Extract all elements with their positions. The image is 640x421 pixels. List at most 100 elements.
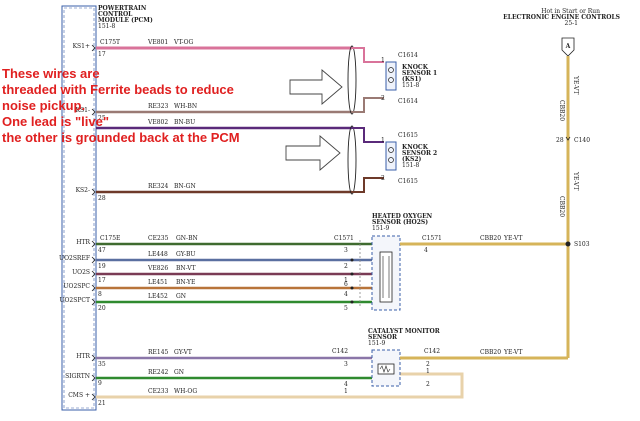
pcm-pin-number: 8 bbox=[98, 291, 102, 298]
knock2-pin-2: 2 bbox=[381, 175, 385, 182]
pcm-pin-number: 21 bbox=[98, 400, 106, 407]
wire-color-re324: BN-GN bbox=[174, 183, 196, 190]
knock1-element bbox=[388, 67, 394, 73]
power-fuse-connector bbox=[561, 37, 575, 57]
knock1-pin-1: 1 bbox=[381, 57, 385, 64]
cms-pin-right: 1 bbox=[426, 368, 430, 375]
pcm-pin-label: HTR bbox=[76, 239, 90, 246]
cms-pin-right: 2 bbox=[426, 361, 430, 368]
annotation-arrow-2 bbox=[285, 135, 341, 171]
pcm-pin-number: 47 bbox=[98, 247, 106, 254]
cms-pin-left: 1 bbox=[344, 388, 348, 395]
cms-pin-left: 4 bbox=[344, 381, 348, 388]
wire-label-re145: RE145 bbox=[148, 349, 169, 356]
pcm-title-1: POWERTRAIN bbox=[98, 5, 147, 12]
annotation-line-4: One lead is "live" bbox=[2, 114, 109, 129]
knock2-element bbox=[388, 147, 394, 153]
wire-color-re145: GY-VT bbox=[174, 349, 192, 356]
pcm-pin-label: SIGRTN bbox=[65, 373, 90, 380]
knock1-name-1: KNOCK bbox=[402, 64, 429, 71]
pcm-title-3: MODULE (PCM) bbox=[98, 17, 153, 24]
power-title-3: 25-1 bbox=[565, 20, 578, 27]
cms-pin-right: 2 bbox=[426, 381, 430, 388]
ho2s-pin: 5 bbox=[344, 305, 348, 312]
ho2s-element bbox=[379, 251, 393, 303]
pcm-pin-number: 9 bbox=[98, 380, 102, 387]
power-fuse-label: A bbox=[565, 43, 571, 50]
wire-label-re324: RE324 bbox=[148, 183, 169, 190]
pcm-pin-label: KS1- bbox=[76, 107, 90, 114]
wire-ce233 bbox=[96, 372, 464, 399]
wire-label-ce233: CE233 bbox=[148, 388, 169, 395]
ho2s-pin: 1 bbox=[344, 277, 348, 284]
power-connector: C140 bbox=[574, 137, 590, 144]
wire-color-ve826: BN-VT bbox=[176, 265, 196, 272]
knock1-name-4: 151-8 bbox=[402, 82, 419, 89]
pcm-module-inner-dash bbox=[63, 7, 95, 409]
pcm-module-box bbox=[61, 5, 97, 411]
ho2s-name-1: HEATED OXYGEN bbox=[372, 213, 433, 220]
wire-color-re242: GN bbox=[174, 369, 184, 376]
annotation-line-3: noise pickup. bbox=[2, 98, 86, 113]
knock2-name-2: SENSOR 2 bbox=[402, 150, 437, 157]
power-circuit-top: CBB20 bbox=[558, 100, 565, 121]
knock1-connector-bottom: C1614 bbox=[398, 98, 418, 105]
ho2s-pin: 2 bbox=[344, 263, 348, 270]
wire-label-ve802: VE802 bbox=[147, 119, 168, 126]
wire-label-le451: LE451 bbox=[148, 279, 168, 286]
pcm-pin-number: 28 bbox=[98, 195, 106, 202]
splice-s103: S103 bbox=[574, 241, 590, 248]
pcm-connector-c175e: C175E bbox=[100, 235, 120, 242]
pcm-pin-number: 19 bbox=[98, 263, 106, 270]
wire-color-le451: BN-YE bbox=[176, 279, 195, 286]
wire-label-ce235: CE235 bbox=[148, 235, 169, 242]
knock2-pin-1: 1 bbox=[381, 137, 385, 144]
annotation-text: These wires are threaded with Ferrite be… bbox=[2, 66, 302, 146]
power-connector-pin: 28 bbox=[556, 137, 564, 144]
knock1-connector-top: C1614 bbox=[398, 52, 418, 59]
cms-connector-left: C142 bbox=[332, 348, 348, 355]
pcm-pin-arrows bbox=[91, 44, 96, 401]
pcm-pin-label: CMS + bbox=[68, 392, 90, 399]
cms-heater-color: YE-VT bbox=[503, 349, 522, 356]
shield-ellipse-ks2 bbox=[347, 125, 357, 195]
annotation-line-2: threaded with Ferrite beads to reduce bbox=[2, 82, 234, 97]
ho2s-name-2: SENSOR (HO2S) bbox=[372, 219, 428, 226]
wire-color-re323: WH-BN bbox=[174, 103, 197, 110]
wire-color-ve802: BN-BU bbox=[174, 119, 195, 126]
knock1-name-3: (KS1) bbox=[402, 76, 422, 83]
ho2s-connector-right: C1571 bbox=[422, 235, 442, 242]
pcm-pin-label: HTR bbox=[76, 353, 90, 360]
pcm-pin-label: UO2S bbox=[72, 269, 90, 276]
knock1-name-2: SENSOR 1 bbox=[402, 70, 437, 77]
splice-s103-dot bbox=[565, 241, 571, 247]
pcm-pin-number: 20 bbox=[98, 305, 106, 312]
wire-ks1-pos-drop bbox=[352, 47, 384, 63]
cms-name-2: SENSOR bbox=[368, 334, 398, 341]
pcm-pin-label: KS2- bbox=[76, 187, 90, 194]
wire-label-ve801: VE801 bbox=[147, 39, 168, 46]
wire-ks2-neg-drop bbox=[352, 177, 384, 193]
ho2s-pin: 3 bbox=[344, 247, 348, 254]
knock1-pin-2: 2 bbox=[381, 95, 385, 102]
knock2-connector-top: C1615 bbox=[398, 132, 418, 139]
knock-sensor-2-box bbox=[385, 141, 397, 171]
ho2s-pin: 4 bbox=[344, 291, 348, 298]
pcm-connector-c175t: C175T bbox=[100, 39, 120, 46]
knock2-name-3: (KS2) bbox=[402, 156, 422, 163]
knock2-connector-bottom: C1615 bbox=[398, 178, 418, 185]
wire-label-ve826: VE826 bbox=[147, 265, 168, 272]
knock2-element bbox=[388, 157, 394, 163]
cms-name-3: 151-9 bbox=[368, 340, 385, 347]
knock1-element bbox=[388, 77, 394, 83]
annotation-line-5: the other is grounded back at the PCM bbox=[2, 130, 240, 145]
pcm-pin-label: UO2SPC bbox=[63, 283, 90, 290]
ho2s-pin: 6 bbox=[344, 281, 348, 288]
pcm-pin-number: 35 bbox=[98, 361, 106, 368]
ho2s-heater-pin: 4 bbox=[424, 247, 428, 254]
wire-ks1-neg-drop bbox=[352, 97, 384, 113]
power-title-1: Hot in Start or Run bbox=[541, 8, 600, 15]
annotation-line-1: These wires are bbox=[2, 66, 100, 81]
ho2s-connector-left: C1571 bbox=[334, 235, 354, 242]
